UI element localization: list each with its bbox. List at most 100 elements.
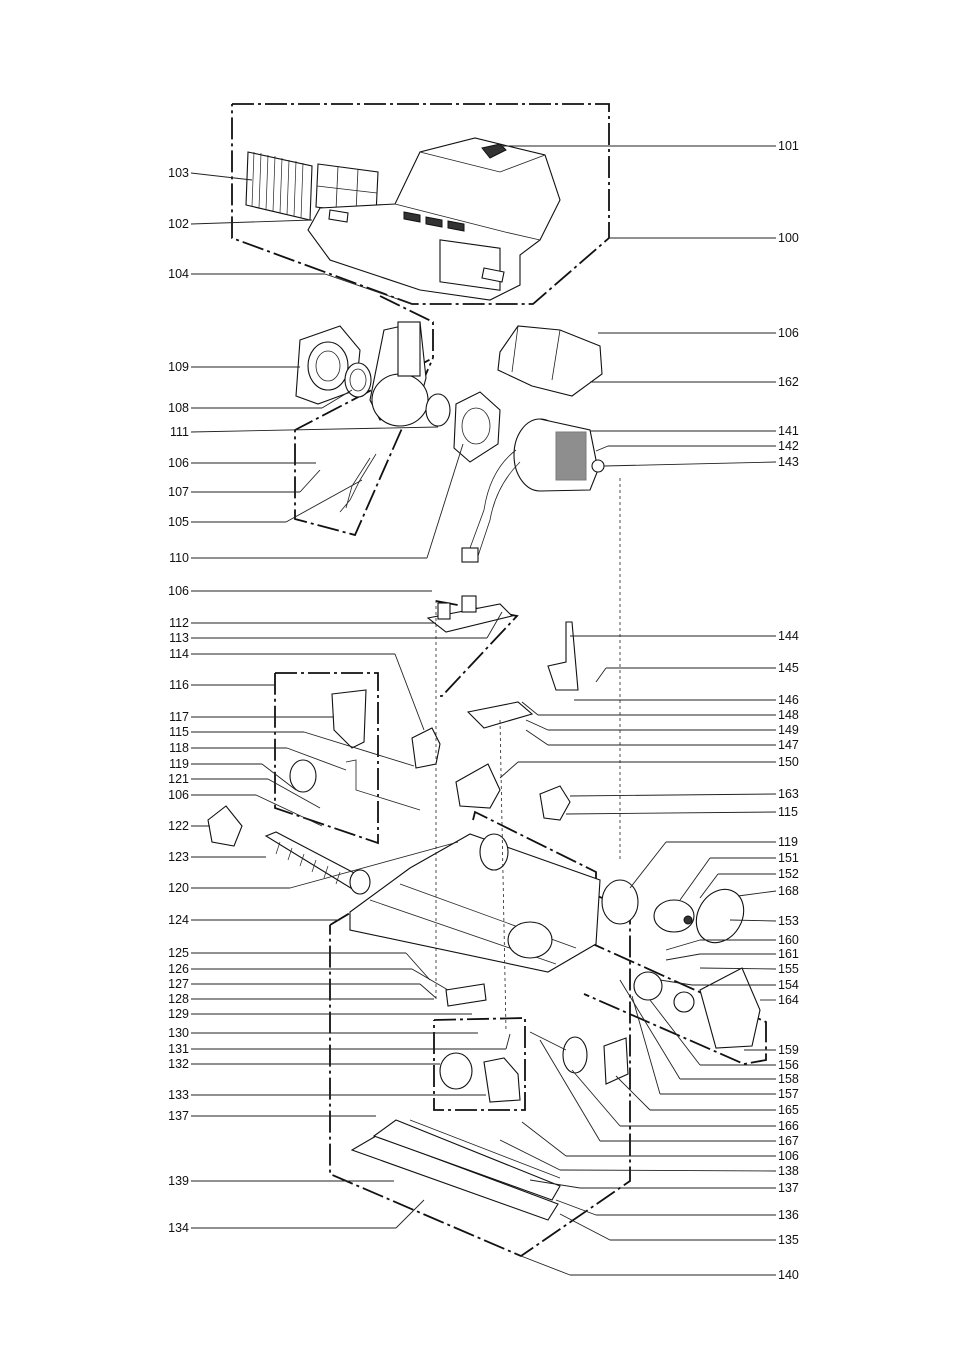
part-label-left-139: 139 [168, 1174, 189, 1188]
gasket-108-inner [349, 368, 367, 392]
part-label-left-104: 104 [168, 267, 189, 281]
part-label-right-165: 165 [778, 1103, 799, 1117]
part-label-right-146: 146 [778, 693, 799, 707]
part-label-left-128: 128 [168, 992, 189, 1006]
belt-guard-164-part [699, 967, 761, 1049]
base-housing-part [349, 833, 601, 973]
part-label-left-106: 106 [168, 584, 189, 598]
part-label-left-109: 109 [168, 360, 189, 374]
bottom-plate-135-part [350, 1119, 561, 1221]
part-label-right-148: 148 [778, 708, 799, 722]
part-label-right-161: 161 [778, 947, 799, 961]
part-label-left-125: 125 [168, 946, 189, 960]
part-label-left-117: 117 [169, 710, 189, 724]
bracket-126-part [445, 983, 487, 1007]
gasket-108-part [344, 362, 372, 398]
part-label-left-106: 106 [168, 788, 189, 802]
wiring-105-part [339, 453, 377, 513]
part-label-right-147: 147 [778, 738, 799, 752]
rod-167-part [529, 1031, 567, 1051]
part-label-right-137: 137 [778, 1181, 799, 1195]
fan-cover-part [295, 325, 361, 405]
part-label-left-127: 127 [168, 977, 189, 991]
part-label-right-168: 168 [778, 884, 799, 898]
frame-brush-group [274, 672, 379, 845]
clip-part [481, 143, 507, 159]
part-label-right-143: 143 [778, 455, 799, 469]
part-label-right-155: 155 [778, 962, 799, 976]
plate-147-part [466, 701, 534, 729]
clip-114-part [411, 727, 441, 769]
part-label-left-126: 126 [168, 962, 189, 976]
impeller-cover-part [453, 391, 501, 463]
motor-165-part [562, 1036, 629, 1085]
part-label-left-132: 132 [168, 1057, 189, 1071]
pulley-156-part [673, 991, 695, 1013]
motor-141-part [513, 418, 605, 492]
part-label-right-152: 152 [778, 867, 799, 881]
part-label-right-164: 164 [778, 993, 799, 1007]
part-label-left-114: 114 [169, 647, 189, 661]
frame-lower-bottom [329, 839, 631, 1258]
part-label-right-144: 144 [778, 629, 799, 643]
part-label-right-151: 151 [778, 851, 799, 865]
part-label-left-130: 130 [168, 1026, 189, 1040]
part-label-right-140: 140 [778, 1268, 799, 1282]
part-label-left-110: 110 [169, 551, 189, 565]
part-label-right-141: 141 [778, 424, 799, 438]
part-label-left-105: 105 [168, 515, 189, 529]
part-label-left-106: 106 [168, 456, 189, 470]
part-label-right-160: 160 [778, 933, 799, 947]
part-label-left-134: 134 [168, 1221, 189, 1235]
part-label-right-115: 115 [778, 805, 798, 819]
motor-cable [469, 449, 521, 557]
part-labels-left: 1031021041091081111061071051101061121131… [168, 166, 189, 1235]
part-label-right-119: 119 [778, 835, 798, 849]
housing-133-part [483, 1057, 521, 1103]
fan-housing-part [369, 321, 429, 427]
part-label-left-111: 111 [170, 425, 189, 439]
part-label-right-142: 142 [778, 439, 799, 453]
axle-118-part [345, 759, 421, 811]
part-label-right-156: 156 [778, 1058, 799, 1072]
switch-plate-112-part [426, 595, 514, 633]
part-label-right-135: 135 [778, 1233, 799, 1247]
part-label-left-119: 119 [169, 757, 189, 771]
drive-motor-151-part [653, 899, 695, 933]
part-label-right-145: 145 [778, 661, 799, 675]
part-label-left-123: 123 [168, 850, 189, 864]
part-label-left-107: 107 [168, 485, 189, 499]
part-label-right-163: 163 [778, 787, 799, 801]
part-label-left-108: 108 [168, 401, 189, 415]
frame-inner-bottom [433, 1017, 526, 1111]
part-label-right-153: 153 [778, 914, 799, 928]
ring-111-part [425, 393, 451, 427]
part-label-right-167: 167 [778, 1134, 799, 1148]
part-label-left-103: 103 [168, 166, 189, 180]
part-label-right-149: 149 [778, 723, 799, 737]
part-label-right-157: 157 [778, 1087, 799, 1101]
part-label-right-159: 159 [778, 1043, 799, 1057]
part-label-right-106: 106 [778, 326, 799, 340]
wheel-132-part [439, 1052, 473, 1090]
part-label-right-154: 154 [778, 978, 799, 992]
connector-plug [461, 547, 479, 563]
part-label-left-121: 121 [168, 772, 189, 786]
part-label-left-112: 112 [169, 616, 189, 630]
pulley-154-part [633, 971, 663, 1001]
end-cap-122-part [207, 805, 243, 847]
wheel-119-right-part [601, 879, 639, 925]
part-label-right-158: 158 [778, 1072, 799, 1086]
part-label-left-115: 115 [169, 725, 189, 739]
leader-lines [190, 145, 777, 1276]
part-label-left-137: 137 [168, 1109, 189, 1123]
part-label-right-150: 150 [778, 755, 799, 769]
part-label-right-138: 138 [778, 1164, 799, 1178]
wheel-119-left-part [289, 759, 317, 793]
part-label-right-101: 101 [778, 139, 799, 153]
part-label-left-102: 102 [168, 217, 189, 231]
part-label-left-116: 116 [169, 678, 189, 692]
part-label-left-122: 122 [168, 819, 189, 833]
top-cover-part [307, 137, 561, 301]
